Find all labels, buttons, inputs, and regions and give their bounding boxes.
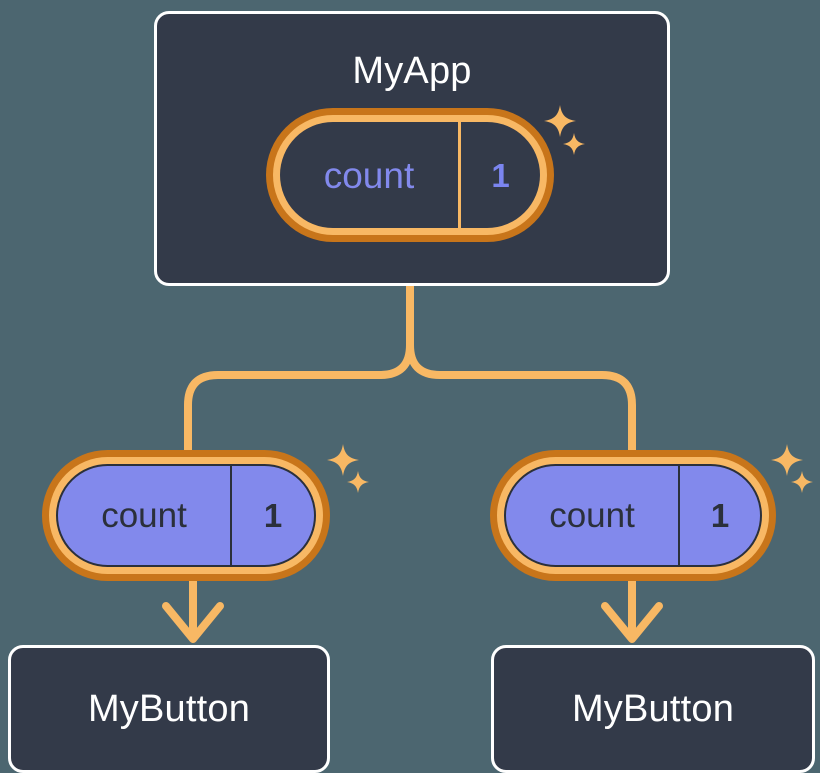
pill-body: count 1 — [56, 464, 316, 567]
state-key-label: count — [101, 496, 187, 535]
component-title: MyButton — [87, 688, 251, 730]
state-value-label: 1 — [458, 122, 540, 228]
state-key-label: count — [323, 154, 415, 196]
pill-body: count 1 — [504, 464, 762, 567]
pill-body: count 1 — [280, 122, 540, 228]
sparkle-small-icon — [562, 132, 586, 156]
sparkle-icon — [770, 443, 804, 477]
wire-root-to-right — [406, 282, 636, 456]
state-value-label: 1 — [678, 466, 760, 565]
wire-root-to-left — [184, 282, 414, 456]
sparkle-icon — [543, 104, 577, 138]
component-card-mybutton-right[interactable]: MyButton — [491, 645, 815, 773]
component-card-mybutton-left[interactable]: MyButton — [8, 645, 330, 773]
sparkle-small-icon — [790, 470, 814, 494]
state-pill-right[interactable]: count 1 — [490, 450, 776, 581]
sparkle-small-icon — [346, 470, 370, 494]
state-pill-left[interactable]: count 1 — [42, 450, 330, 581]
component-title: MyButton — [571, 688, 735, 730]
state-value-label: 1 — [230, 466, 314, 565]
pill-inner-ring: count 1 — [273, 115, 547, 235]
state-key-label: count — [549, 496, 635, 535]
state-pill-root[interactable]: count 1 — [266, 108, 554, 242]
page-title: MyApp — [352, 50, 472, 92]
sparkle-icon — [326, 443, 360, 477]
pill-inner-ring: count 1 — [49, 457, 323, 574]
pill-inner-ring: count 1 — [497, 457, 769, 574]
